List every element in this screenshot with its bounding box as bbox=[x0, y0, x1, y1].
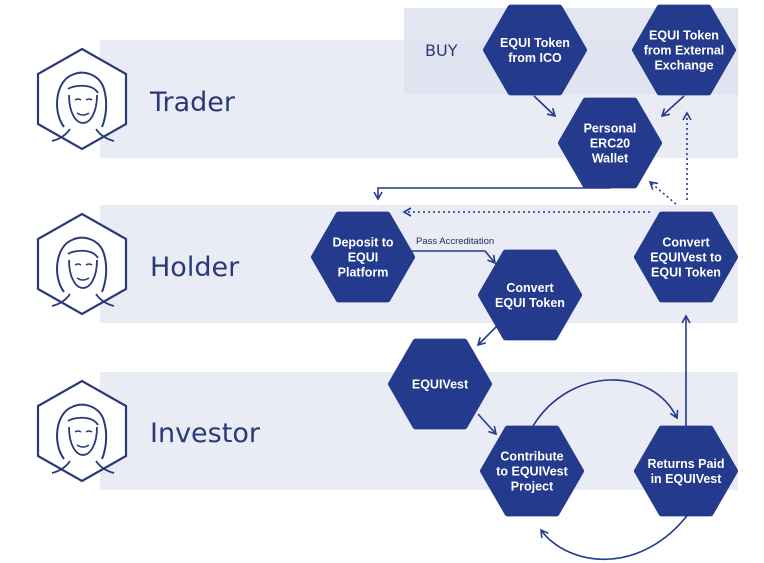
node-text-line: ERC20 bbox=[590, 137, 630, 151]
lane-label-investor: Investor bbox=[150, 418, 261, 449]
node-equivest: EQUIVest bbox=[388, 338, 492, 430]
node-text-line: in EQUIVest bbox=[651, 472, 723, 486]
pass-accreditation-label: Pass Accreditation bbox=[416, 236, 494, 247]
node-text-line: Convert bbox=[506, 281, 554, 295]
node-text-line: EQUI Token bbox=[649, 29, 719, 43]
node-text-line: Returns Paid bbox=[647, 457, 724, 471]
node-hexagon bbox=[634, 211, 738, 303]
node-text-line: from External bbox=[644, 44, 725, 58]
lane-label-trader: Trader bbox=[149, 87, 236, 118]
arrow-convert-to-equivest bbox=[476, 325, 498, 347]
node-hexagon bbox=[311, 211, 415, 303]
node-text-line: EQUIVest bbox=[412, 378, 469, 392]
connectors bbox=[373, 95, 692, 561]
node-hexagon bbox=[558, 97, 662, 189]
node-hexagon bbox=[388, 338, 492, 430]
node-hexagon bbox=[632, 4, 736, 96]
node-hexagon bbox=[480, 425, 584, 517]
node-text-line: Platform bbox=[338, 266, 389, 280]
node-text-line: Exchange bbox=[654, 59, 713, 73]
node-text-line: Personal bbox=[584, 122, 637, 136]
node-hexagon bbox=[483, 4, 587, 96]
node-text-line: Project bbox=[511, 480, 554, 494]
node-text-line: EQUI bbox=[348, 251, 379, 265]
node-text-line: Contribute bbox=[500, 450, 563, 464]
node-text-line: Wallet bbox=[592, 152, 629, 166]
arrow-external-to-wallet bbox=[660, 95, 685, 118]
node-text-line: to EQUIVest bbox=[496, 465, 568, 479]
node-text-line: Convert bbox=[662, 236, 710, 250]
dotted-convert-to-wallet bbox=[648, 180, 677, 205]
node-hexagon bbox=[478, 249, 582, 341]
node-text-line: EQUIVest to bbox=[650, 251, 722, 265]
node-text-line: EQUI Token bbox=[651, 266, 721, 280]
node-text-line: Deposit to bbox=[332, 236, 393, 250]
node-text-line: from ICO bbox=[508, 51, 562, 65]
buy-label: BUY bbox=[425, 41, 458, 60]
arrow-ico-to-wallet bbox=[533, 95, 557, 118]
arrow-returns-to-contribute bbox=[540, 511, 691, 561]
arrow-deposit-to-convert bbox=[408, 250, 497, 265]
lane-label-holder: Holder bbox=[150, 252, 240, 283]
arrow-equivest-to-contribute bbox=[477, 413, 498, 436]
arrow-contribute-to-returns bbox=[532, 379, 679, 427]
node-hexagon bbox=[634, 425, 738, 517]
lane-band-holder bbox=[100, 205, 738, 323]
arrow-wallet-to-deposit bbox=[373, 187, 610, 201]
node-text-line: EQUI Token bbox=[495, 296, 565, 310]
node-text-line: EQUI Token bbox=[500, 36, 570, 50]
